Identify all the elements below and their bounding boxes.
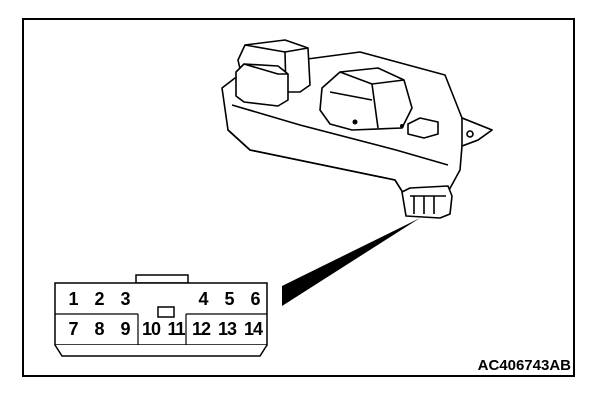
pin-label-9: 9 bbox=[120, 319, 130, 339]
front-rocker-switch bbox=[235, 63, 289, 107]
pin-label-7: 7 bbox=[68, 319, 78, 339]
pin-label-5: 5 bbox=[224, 289, 234, 309]
lock-button bbox=[407, 117, 439, 139]
pin-label-6: 6 bbox=[250, 289, 260, 309]
pin-label-8: 8 bbox=[94, 319, 104, 339]
pin-label-13: 13 bbox=[217, 319, 237, 339]
pin-label-1: 1 bbox=[68, 289, 78, 309]
connector-key bbox=[157, 306, 175, 318]
connector-latch-top bbox=[135, 274, 189, 284]
pin-label-10: 10 bbox=[141, 319, 161, 339]
pin-label-3: 3 bbox=[120, 289, 130, 309]
mounting-tab bbox=[461, 117, 493, 147]
figure-frame bbox=[22, 18, 575, 377]
pin-label-12: 12 bbox=[191, 319, 211, 339]
pin-label-2: 2 bbox=[94, 289, 104, 309]
connector-socket bbox=[401, 185, 453, 219]
figure-code: AC406743AB bbox=[477, 357, 571, 374]
connector-lip bbox=[54, 344, 268, 357]
callout-pointer bbox=[282, 218, 420, 306]
pin-label-4: 4 bbox=[198, 289, 208, 309]
pin-label-14: 14 bbox=[243, 319, 263, 339]
pin-label-11: 11 bbox=[167, 319, 185, 339]
